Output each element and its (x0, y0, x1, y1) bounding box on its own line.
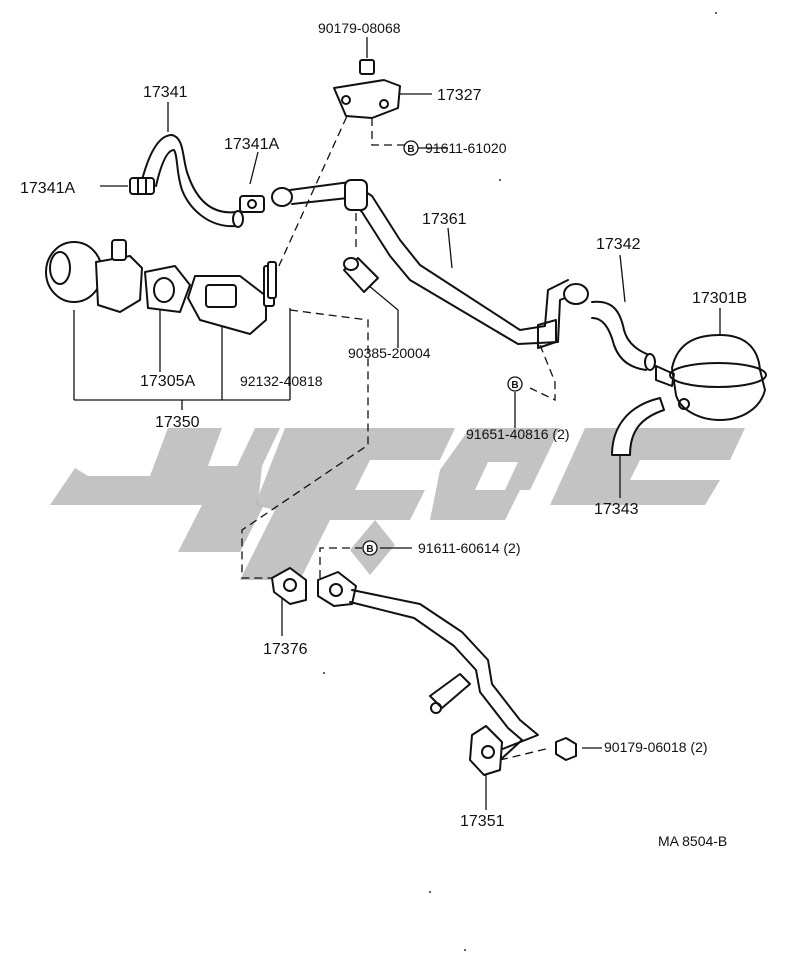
scan-specks (323, 12, 717, 951)
leader-lines (73, 37, 721, 810)
hose-17343 (611, 397, 665, 456)
gasket-17376 (271, 567, 307, 605)
hose-17341 (141, 134, 244, 228)
valve-assembly-17350 (45, 239, 275, 335)
label-17361: 17361 (422, 211, 467, 228)
stud-92132-40818 (267, 261, 277, 299)
bolt-marker-91611-60614: B (362, 540, 378, 556)
dashed-reference-lines (241, 104, 556, 761)
label-17342: 17342 (596, 236, 641, 253)
label-17376: 17376 (263, 641, 308, 658)
svg-text:B: B (366, 544, 373, 555)
label-17301B: 17301B (692, 290, 747, 307)
label-90179-08068: 90179-08068 (318, 20, 401, 36)
label-17341A-top: 17341A (224, 136, 279, 153)
label-91651-40816: 91651-40816 (2) (466, 426, 570, 442)
label-17343: 17343 (594, 501, 639, 518)
clamp-17341A-left (129, 177, 155, 195)
nut-90179-06018 (555, 737, 577, 761)
label-91611-60614: 91611-60614 (2) (418, 540, 520, 556)
label-17351: 17351 (460, 813, 505, 830)
label-17305A: 17305A (140, 373, 195, 390)
grommet-90385-20004 (343, 257, 379, 293)
clamp-17341A-right (239, 195, 265, 213)
pipe-17361 (271, 179, 589, 349)
label-17341A-left: 17341A (20, 180, 75, 197)
label-17341: 17341 (143, 84, 188, 101)
label-92132-40818: 92132-40818 (240, 373, 323, 389)
bracket-17327 (333, 59, 401, 119)
svg-text:B: B (511, 380, 518, 391)
label-91611-61020: 91611-61020 (425, 140, 507, 156)
watermark-logo (50, 428, 745, 580)
pipe-17351 (317, 571, 539, 776)
bolt-marker-91651-40816: B (507, 376, 523, 392)
canister-17301B (655, 334, 767, 421)
label-17350: 17350 (155, 414, 200, 431)
label-90385-20004: 90385-20004 (348, 345, 431, 361)
bolt-marker-91611-61020: B (403, 140, 419, 156)
svg-text:B: B (407, 144, 414, 155)
label-90179-06018: 90179-06018 (2) (604, 739, 708, 755)
drawing-code: MA 8504-B (658, 833, 727, 849)
hose-17342 (591, 300, 656, 371)
label-17327: 17327 (437, 87, 482, 104)
